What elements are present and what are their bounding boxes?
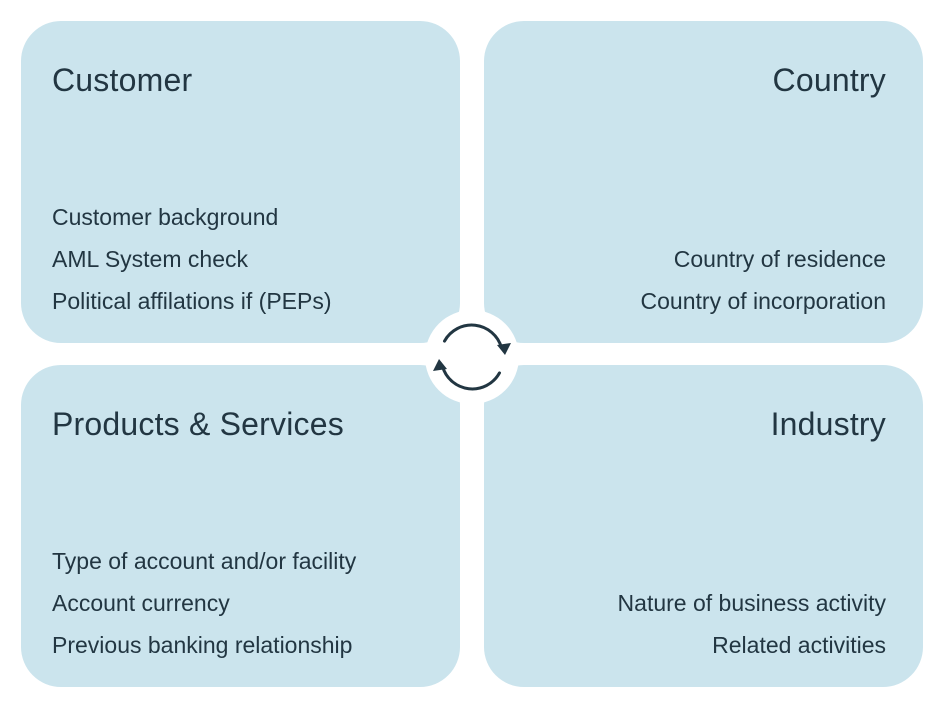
- industry-panel: Industry Nature of business activity Rel…: [484, 365, 923, 687]
- industry-items: Nature of business activity Related acti…: [618, 582, 886, 666]
- products-services-panel: Products & Services Type of account and/…: [21, 365, 460, 687]
- products-services-item: Type of account and/or facility: [52, 548, 357, 574]
- cycle-arrows-icon: [425, 310, 519, 404]
- country-item: Country of residence: [673, 246, 886, 272]
- customer-item: Customer background: [52, 204, 279, 230]
- cycle-arc-bottom: [441, 364, 501, 391]
- customer-items: Customer background AML System check Pol…: [52, 196, 332, 322]
- industry-item: Nature of business activity: [617, 590, 886, 616]
- country-item: Country of incorporation: [640, 288, 886, 314]
- products-services-item: Account currency: [52, 590, 230, 616]
- cycle-arrowhead-left: [433, 359, 447, 371]
- customer-item: Political affilations if (PEPs): [52, 288, 332, 314]
- customer-item: AML System check: [52, 246, 248, 272]
- cycle-arrowhead-right: [497, 343, 511, 355]
- country-panel: Country Country of residence Country of …: [484, 21, 923, 343]
- country-items: Country of residence Country of incorpor…: [641, 238, 886, 322]
- products-services-items: Type of account and/or facility Account …: [52, 540, 356, 666]
- industry-item: Related activities: [712, 632, 886, 658]
- country-title: Country: [772, 62, 886, 98]
- customer-title: Customer: [52, 62, 193, 98]
- cycle-arc-top: [443, 323, 503, 350]
- products-services-item: Previous banking relationship: [52, 632, 353, 658]
- industry-title: Industry: [770, 406, 886, 442]
- cycle-arrows-svg: [433, 323, 511, 391]
- customer-panel: Customer Customer background AML System …: [21, 21, 460, 343]
- products-services-title: Products & Services: [52, 406, 344, 442]
